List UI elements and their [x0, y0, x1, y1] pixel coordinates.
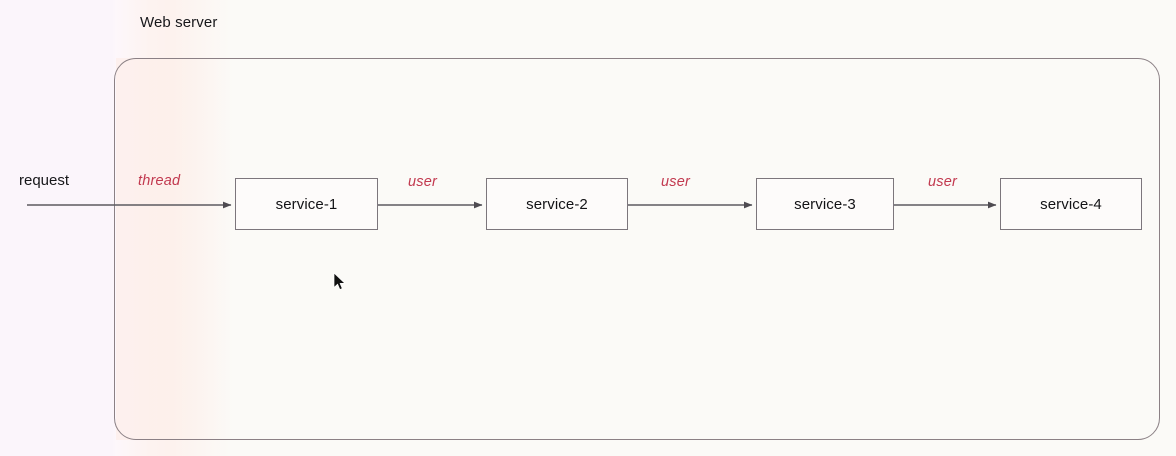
edge-label-user-1: user — [408, 174, 438, 190]
node-label: service-2 — [526, 195, 588, 213]
node-service-4[interactable]: service-4 — [1000, 178, 1142, 230]
node-service-1[interactable]: service-1 — [235, 178, 378, 230]
request-label: request — [19, 172, 70, 189]
edge-label-thread: thread — [138, 173, 181, 189]
web-server-container — [114, 58, 1160, 440]
edge-label-user-2: user — [661, 174, 691, 190]
edge-label-user-3: user — [928, 174, 958, 190]
web-server-title: Web server — [140, 14, 218, 31]
node-label: service-4 — [1040, 195, 1102, 213]
node-service-2[interactable]: service-2 — [486, 178, 628, 230]
node-service-3[interactable]: service-3 — [756, 178, 894, 230]
node-label: service-1 — [275, 195, 338, 213]
node-label: service-3 — [794, 195, 856, 213]
